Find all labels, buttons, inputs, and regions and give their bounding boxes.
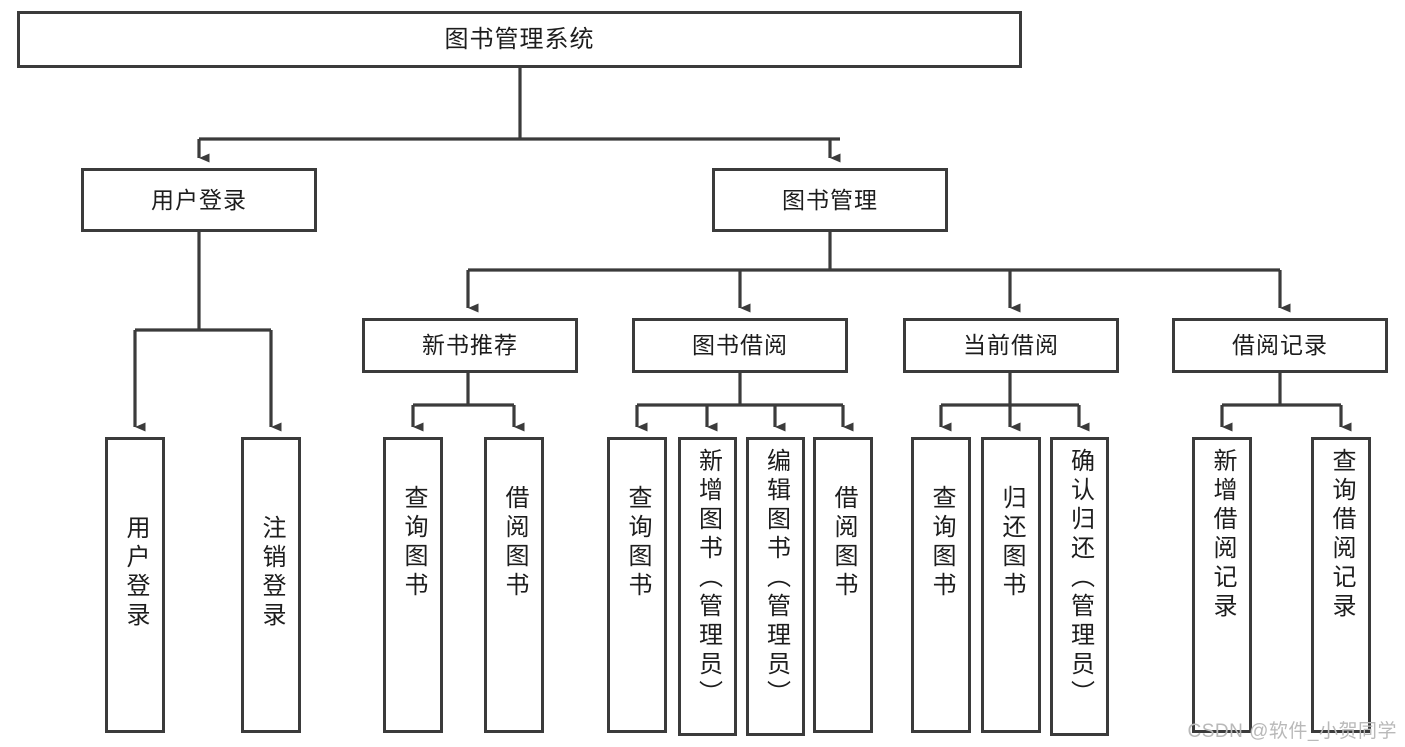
leaf-borrow-book-label: 借阅图书 xyxy=(830,485,857,601)
node-current-borrow[interactable]: 当前借阅 xyxy=(903,318,1119,373)
leaf-query-book-recommend-label: 查询图书 xyxy=(400,485,427,601)
node-book-borrow-label: 图书借阅 xyxy=(692,332,788,359)
leaf-query-borrow-record[interactable]: 查询借阅记录 xyxy=(1311,437,1371,733)
leaf-confirm-return-admin[interactable]: 确认归还（管理员） xyxy=(1050,437,1109,736)
leaf-query-borrow-record-label: 查询借阅记录 xyxy=(1328,448,1355,622)
leaf-user-login[interactable]: 用户登录 xyxy=(105,437,165,733)
node-current-borrow-label: 当前借阅 xyxy=(963,332,1059,359)
node-new-book-recommend-label: 新书推荐 xyxy=(422,332,518,359)
node-book-borrow[interactable]: 图书借阅 xyxy=(632,318,848,373)
leaf-logout-label: 注销登录 xyxy=(258,515,285,631)
node-book-management[interactable]: 图书管理 xyxy=(712,168,948,232)
leaf-add-book-admin[interactable]: 新增图书（管理员） xyxy=(678,437,737,736)
node-new-book-recommend[interactable]: 新书推荐 xyxy=(362,318,578,373)
leaf-add-borrow-record-label: 新增借阅记录 xyxy=(1209,448,1236,622)
node-root-book-management-system[interactable]: 图书管理系统 xyxy=(17,11,1022,68)
leaf-borrow-book-recommend[interactable]: 借阅图书 xyxy=(484,437,544,733)
leaf-confirm-return-admin-label: 确认归还（管理员） xyxy=(1066,448,1094,709)
node-borrow-record[interactable]: 借阅记录 xyxy=(1172,318,1388,373)
leaf-return-book[interactable]: 归还图书 xyxy=(981,437,1041,733)
leaf-logout[interactable]: 注销登录 xyxy=(241,437,301,733)
leaf-query-book-current-label: 查询图书 xyxy=(928,485,955,601)
leaf-add-borrow-record[interactable]: 新增借阅记录 xyxy=(1192,437,1252,733)
node-user-login-label: 用户登录 xyxy=(151,186,247,213)
leaf-query-book-borrow[interactable]: 查询图书 xyxy=(607,437,667,733)
node-borrow-record-label: 借阅记录 xyxy=(1232,332,1328,359)
leaf-edit-book-admin[interactable]: 编辑图书（管理员） xyxy=(746,437,805,736)
leaf-return-book-label: 归还图书 xyxy=(998,485,1025,601)
leaf-query-book-borrow-label: 查询图书 xyxy=(624,485,651,601)
leaf-add-book-admin-label: 新增图书（管理员） xyxy=(694,448,722,709)
leaf-user-login-label: 用户登录 xyxy=(122,515,149,631)
leaf-borrow-book[interactable]: 借阅图书 xyxy=(813,437,873,733)
leaf-query-book-current[interactable]: 查询图书 xyxy=(911,437,971,733)
node-book-management-label: 图书管理 xyxy=(782,186,878,213)
csdn-watermark: CSDN @软件_小贺同学 xyxy=(1187,721,1397,742)
node-user-login[interactable]: 用户登录 xyxy=(81,168,317,232)
node-root-label: 图书管理系统 xyxy=(444,25,595,53)
leaf-borrow-book-recommend-label: 借阅图书 xyxy=(501,485,528,601)
leaf-edit-book-admin-label: 编辑图书（管理员） xyxy=(762,448,790,709)
leaf-query-book-recommend[interactable]: 查询图书 xyxy=(383,437,443,733)
